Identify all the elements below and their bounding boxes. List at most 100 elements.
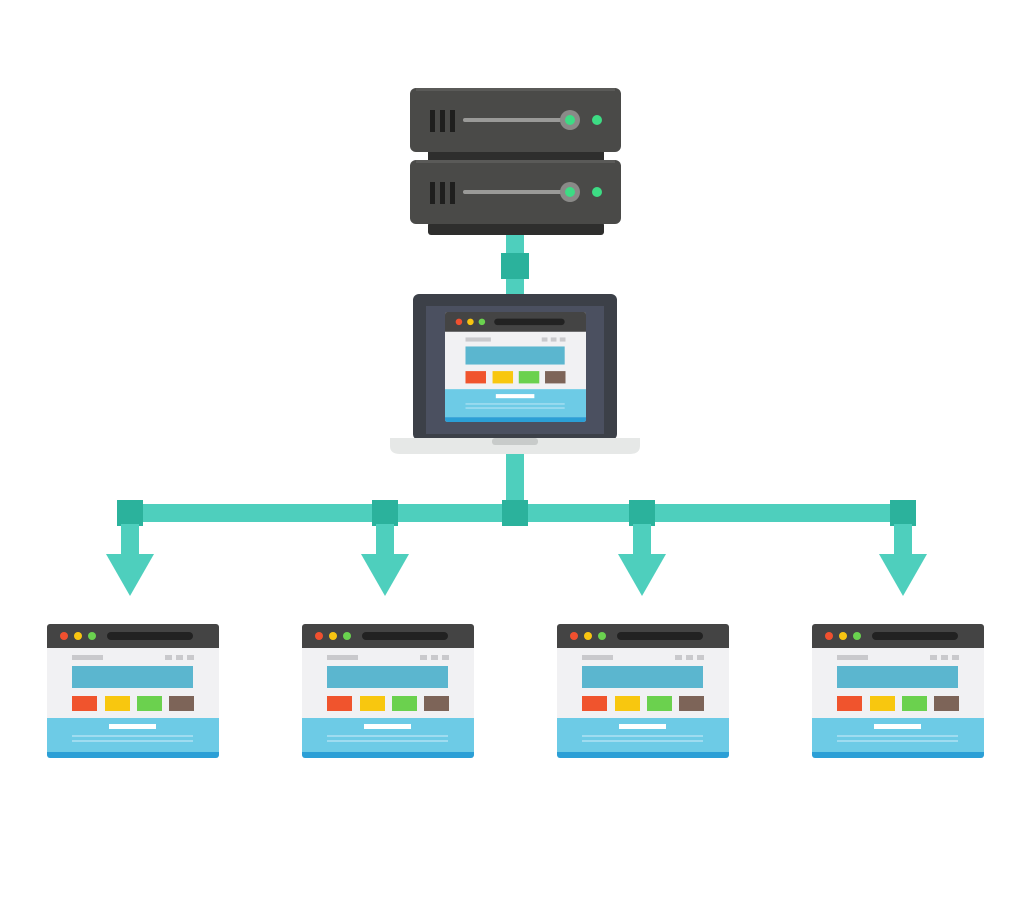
client-browser-window-1-logo-placeholder <box>72 655 103 660</box>
client-browser-window-3-footer-base <box>557 752 729 758</box>
client-browser-window-3-content-block-3 <box>647 696 672 711</box>
client-browser-window-1-content-block-4 <box>169 696 194 711</box>
server-unit-2 <box>410 160 621 224</box>
client-browser-window-1-footer-button <box>109 724 156 729</box>
laptop-browser-window-nav-placeholder <box>541 337 548 342</box>
arrow-down-icon <box>361 554 409 596</box>
laptop-browser-window-content-block-1 <box>465 371 486 384</box>
server-rack-icon <box>410 88 621 235</box>
laptop-browser-window-footer-base <box>445 417 586 422</box>
connector-joint-icon <box>117 500 143 526</box>
server-vent-icon <box>440 182 445 204</box>
client-browser-window-4-content-block-2 <box>870 696 895 711</box>
laptop-browser-window-footer-line <box>465 403 565 405</box>
laptop-browser-window-content-block-4 <box>545 371 566 384</box>
server-base <box>428 222 604 235</box>
connector-joint-icon <box>501 253 529 279</box>
laptop-browser-window-content-block-2 <box>492 371 514 384</box>
client-browser-window-4-footer-button <box>874 724 921 729</box>
client-browser-window-1 <box>47 624 219 758</box>
client-browser-window-1-footer-line <box>72 735 193 737</box>
laptop-icon <box>390 294 640 454</box>
laptop-base <box>390 438 640 454</box>
connector-branch-1 <box>121 524 139 558</box>
server-status-led-icon <box>592 115 602 125</box>
client-browser-window-3-content-block-2 <box>615 696 640 711</box>
laptop-browser-window-content-block-3 <box>518 371 540 384</box>
client-browser-window-2-content-block-2 <box>360 696 385 711</box>
laptop-browser-window-logo-placeholder <box>465 337 491 342</box>
connector-lines <box>106 232 927 596</box>
server-unit-highlight <box>416 88 615 91</box>
client-browser-window-2-footer-button <box>364 724 411 729</box>
client-browser-window-2-footer-line <box>327 740 448 742</box>
client-browser-window-3-logo-placeholder <box>582 655 613 660</box>
client-browser-window-1-nav-placeholder <box>165 655 172 660</box>
server-gap <box>428 150 604 162</box>
client-browser-window-2-minimize-dot-icon <box>329 632 337 640</box>
connector-joint-icon <box>372 500 398 526</box>
laptop-browser-window-banner <box>465 346 565 365</box>
client-browser-window-2-maximize-dot-icon <box>343 632 351 640</box>
client-browser-window-3-content-block-1 <box>582 696 607 711</box>
client-browser-window-3-footer-line <box>582 740 703 742</box>
server-vent-icon <box>430 110 435 132</box>
client-browser-window-2-content-block-1 <box>327 696 352 711</box>
client-windows <box>47 624 984 758</box>
laptop-browser-window <box>445 312 586 422</box>
client-browser-window-4-content-block-3 <box>902 696 927 711</box>
server-vent-icon <box>450 182 455 204</box>
client-browser-window-1-minimize-dot-icon <box>74 632 82 640</box>
connector-joint-icon <box>890 500 916 526</box>
client-browser-window-2-address-bar <box>362 632 448 640</box>
client-browser-window-3-address-bar <box>617 632 703 640</box>
server-status-led-icon <box>592 187 602 197</box>
laptop-browser-window-nav-placeholder <box>559 337 566 342</box>
client-browser-window-1-footer-line <box>72 740 193 742</box>
client-browser-window-4-footer-line <box>837 740 958 742</box>
server-knob-led <box>565 115 575 125</box>
client-browser-window-4-content-block-4 <box>934 696 959 711</box>
client-browser-window-2-content-block-4 <box>424 696 449 711</box>
client-browser-window-3-footer-line <box>582 735 703 737</box>
arrow-down-icon <box>618 554 666 596</box>
laptop-notch <box>492 438 538 445</box>
client-browser-window-1-close-dot-icon <box>60 632 68 640</box>
client-browser-window-4-content-block-1 <box>837 696 862 711</box>
laptop-browser-window-footer-button <box>495 394 535 399</box>
client-browser-window-4-nav-placeholder <box>952 655 959 660</box>
server-unit-1 <box>410 88 621 152</box>
connector-joint-icon <box>502 500 528 526</box>
arrow-down-icon <box>106 554 154 596</box>
client-browser-window-3-banner <box>582 666 703 688</box>
client-browser-window-3-maximize-dot-icon <box>598 632 606 640</box>
client-browser-window-3-footer-button <box>619 724 666 729</box>
client-browser-window-4-maximize-dot-icon <box>853 632 861 640</box>
connector-branch-3 <box>633 524 651 558</box>
client-browser-window-1-nav-placeholder <box>187 655 194 660</box>
connector-branch-2 <box>376 524 394 558</box>
laptop-browser-window-footer-line <box>465 407 565 409</box>
connector-branch-4 <box>894 524 912 558</box>
client-browser-window-2-close-dot-icon <box>315 632 323 640</box>
client-browser-window-2-content-block-3 <box>392 696 417 711</box>
server-drive-slot <box>463 190 563 194</box>
client-browser-window-3-content-block-4 <box>679 696 704 711</box>
client-browser-window-2-banner <box>327 666 448 688</box>
client-browser-window-1-footer-base <box>47 752 219 758</box>
laptop-browser-window-nav-placeholder <box>550 337 557 342</box>
client-browser-window-1-maximize-dot-icon <box>88 632 96 640</box>
client-browser-window-4-nav-placeholder <box>941 655 948 660</box>
client-browser-window-4-address-bar <box>872 632 958 640</box>
client-browser-window-4 <box>812 624 984 758</box>
client-browser-window-2-footer-base <box>302 752 474 758</box>
client-browser-window-3-nav-placeholder <box>697 655 704 660</box>
client-browser-window-4-footer-base <box>812 752 984 758</box>
client-browser-window-3-minimize-dot-icon <box>584 632 592 640</box>
server-knob-led <box>565 187 575 197</box>
client-browser-window-2-logo-placeholder <box>327 655 358 660</box>
server-vent-icon <box>430 182 435 204</box>
client-browser-window-2-nav-placeholder <box>442 655 449 660</box>
client-browser-window-2-nav-placeholder <box>431 655 438 660</box>
